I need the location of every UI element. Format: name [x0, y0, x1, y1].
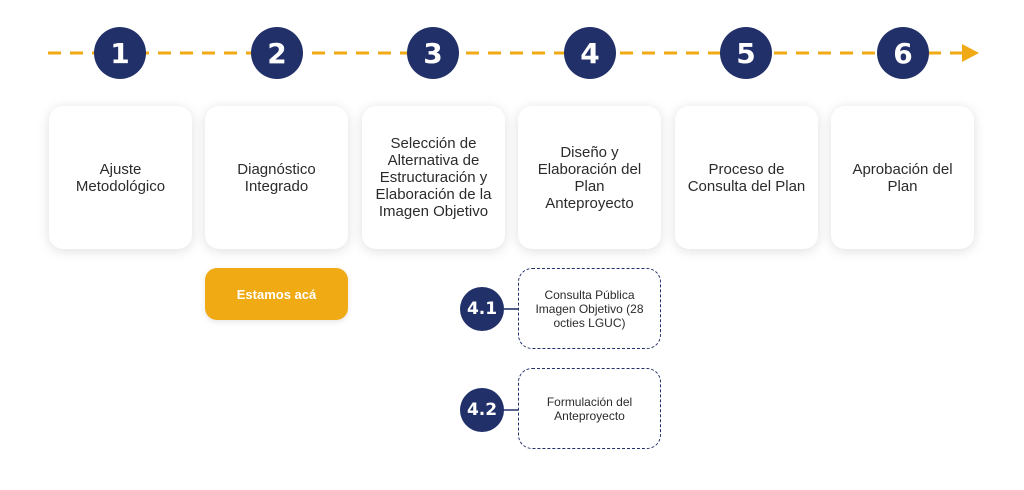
step-5-card: Proceso de Consulta del Plan — [675, 106, 818, 249]
timeline-arrowhead — [962, 44, 979, 62]
substep-4-2-number: 4.2 — [460, 388, 504, 432]
step-1-card: Ajuste Metodológico — [49, 106, 192, 249]
step-3-label: Selección de Alternativa de Estructuraci… — [375, 135, 492, 220]
step-2-label: Diagnóstico Integrado — [237, 160, 316, 195]
step-4-card: Diseño y Elaboración del Plan Anteproyec… — [518, 106, 661, 249]
substep-4-1-number: 4.1 — [460, 287, 504, 331]
step-6-number: 6 — [877, 27, 929, 79]
substep-4-1-card: Consulta Pública Imagen Objetivo (28 oct… — [518, 268, 661, 349]
current-step-badge: Estamos acá — [205, 268, 348, 320]
step-1-label: Ajuste Metodológico — [75, 160, 166, 195]
step-3-card: Selección de Alternativa de Estructuraci… — [362, 106, 505, 249]
substep-4-2-label: Formulación del Anteproyecto — [546, 394, 633, 423]
substep-4-1-label: Consulta Pública Imagen Objetivo (28 oct… — [535, 287, 644, 330]
step-4-label: Diseño y Elaboración del Plan Anteproyec… — [537, 143, 642, 212]
step-5-label: Proceso de Consulta del Plan — [687, 160, 806, 195]
step-2-number: 2 — [251, 27, 303, 79]
step-4-number: 4 — [564, 27, 616, 79]
step-2-card: Diagnóstico Integrado — [205, 106, 348, 249]
step-6-label: Aprobación del Plan — [852, 160, 953, 195]
step-1-number: 1 — [94, 27, 146, 79]
step-3-number: 3 — [407, 27, 459, 79]
substep-4-2-card: Formulación del Anteproyecto — [518, 368, 661, 449]
timeline-arrow — [48, 44, 979, 62]
step-5-number: 5 — [720, 27, 772, 79]
step-6-card: Aprobación del Plan — [831, 106, 974, 249]
